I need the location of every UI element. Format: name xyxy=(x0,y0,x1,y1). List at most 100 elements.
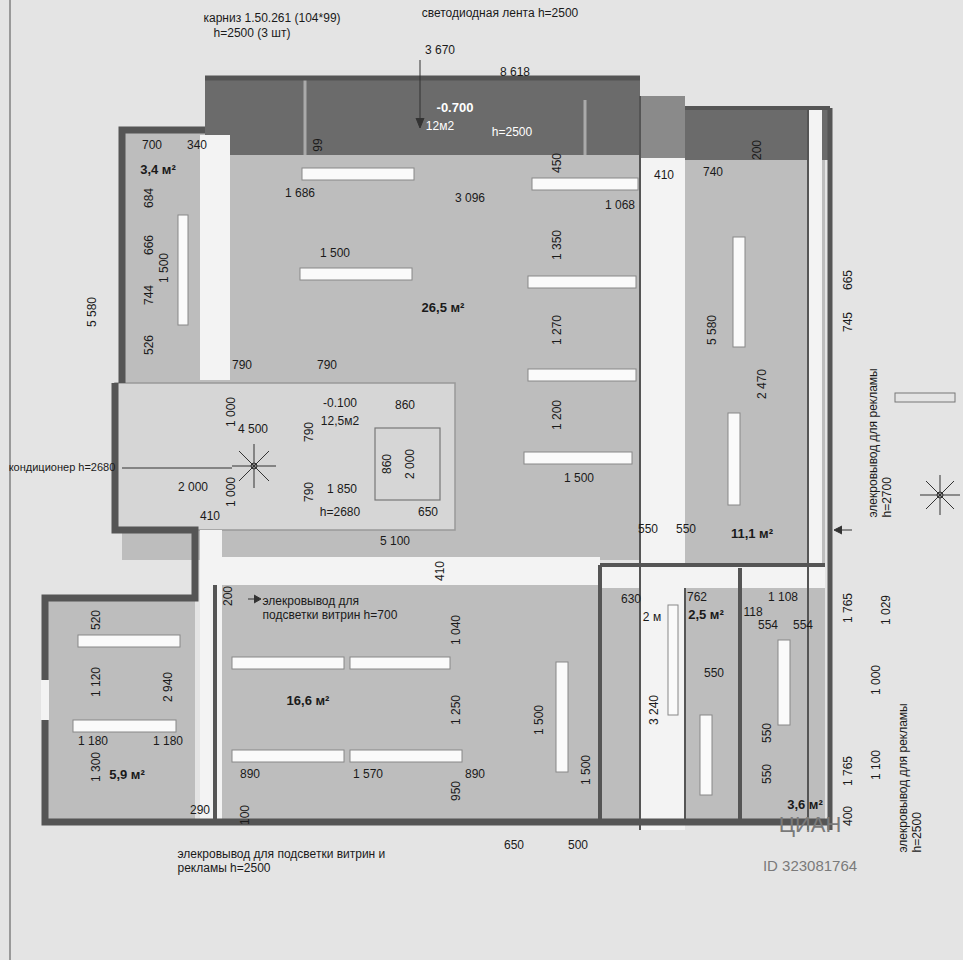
dimension-label: 99 xyxy=(311,138,325,151)
room-area: 3,4 м² xyxy=(140,162,176,178)
dimension-label: 400 xyxy=(841,806,855,826)
dimension-label: h=2500 (3 шт) xyxy=(214,26,291,40)
dimension-label: 554 xyxy=(793,618,813,632)
dimension-label: 1 029 xyxy=(879,595,893,625)
dimension-label: 1 200 xyxy=(550,400,564,430)
room-area: 11,1 м² xyxy=(731,526,773,542)
dimension-label: 12м2 xyxy=(426,119,454,133)
dimension-label: 290 xyxy=(190,803,210,817)
dimension-label: 554 xyxy=(758,618,778,632)
dimension-label: 860 xyxy=(380,454,394,474)
note-label: элекровывод для рекламы h=2700 xyxy=(866,343,895,518)
dimension-label: 790 xyxy=(317,358,337,372)
dimension-label: 700 xyxy=(142,138,162,152)
dimension-label: 890 xyxy=(465,767,485,781)
dimension-label: 1 765 xyxy=(841,756,855,786)
dimension-label: 1 250 xyxy=(449,695,463,725)
dimension-label: 2 000 xyxy=(178,480,208,494)
dimension-label: h=2680 xyxy=(320,505,360,519)
note-label: элекровывод для рекламы h=2500 xyxy=(896,668,925,853)
room-area: -0.700 xyxy=(437,100,474,116)
dimension-label: 790 xyxy=(232,358,252,372)
dimension-label: 2 м xyxy=(643,610,661,624)
dimension-label: 1 500 xyxy=(320,246,350,260)
dimension-label: 550 xyxy=(638,522,658,536)
dimension-label: 950 xyxy=(449,781,463,801)
dimension-label: 666 xyxy=(142,235,156,255)
dimension-label: 1 000 xyxy=(869,665,883,695)
note-label: элекровывод для подсветки витрин h=700 xyxy=(263,594,418,623)
dimension-label: светодиодная лента h=2500 xyxy=(422,6,579,20)
dimension-label: 1 180 xyxy=(78,734,108,748)
room-area: 5,9 м² xyxy=(109,767,145,783)
dimension-label: 740 xyxy=(703,165,723,179)
dimension-label: 890 xyxy=(240,767,260,781)
dimension-label: 762 xyxy=(687,590,707,604)
dimension-label: 790 xyxy=(302,482,316,502)
dimension-label: 684 xyxy=(142,188,156,208)
dimension-label: 1 500 xyxy=(532,705,546,735)
dimension-label: карниз 1.50.261 (104*99) xyxy=(203,11,340,25)
dimension-label: 1 686 xyxy=(285,186,315,200)
dimension-label: 410 xyxy=(654,168,674,182)
dimension-label: 1 000 xyxy=(224,477,238,507)
dimension-label: 1 068 xyxy=(605,198,635,212)
dimension-label: 1 300 xyxy=(89,752,103,782)
dimension-label: 2 940 xyxy=(161,672,175,702)
dimension-label: 1 500 xyxy=(564,471,594,485)
dimension-label: 1 500 xyxy=(157,253,171,283)
note-label: элекровывод для подсветки витрин и рекла… xyxy=(178,847,423,876)
room-area: 3,6 м² xyxy=(787,797,823,813)
dimension-label: 1 000 xyxy=(224,397,238,427)
dimension-label: 340 xyxy=(187,138,207,152)
dimension-label: 745 xyxy=(841,312,855,332)
dimension-label: 1 270 xyxy=(550,315,564,345)
dimension-label: 744 xyxy=(142,285,156,305)
dimension-label: 1 100 xyxy=(869,750,883,780)
dimension-label: 4 500 xyxy=(238,422,268,436)
dimension-label: 1 108 xyxy=(768,590,798,604)
dimension-label: 665 xyxy=(841,270,855,290)
dimension-label: 1 570 xyxy=(353,767,383,781)
room-area: 2,5 м² xyxy=(688,607,724,623)
dimension-label: 1 500 xyxy=(579,755,593,785)
dimension-label: 3 096 xyxy=(455,191,485,205)
dimension-label: 550 xyxy=(760,764,774,784)
dimension-label: 1 180 xyxy=(153,734,183,748)
dimension-label: h=2500 xyxy=(492,125,532,139)
dimension-label: кондиционер h=2680 xyxy=(9,461,116,474)
dimension-label: 2 470 xyxy=(755,369,769,399)
dimension-label: 550 xyxy=(704,666,724,680)
dimension-label: 2 000 xyxy=(403,449,417,479)
dimension-label: 5 580 xyxy=(85,297,99,327)
dimension-label: 650 xyxy=(418,505,438,519)
dimension-label: -0.100 xyxy=(323,396,357,410)
dimension-label: 8 618 xyxy=(500,65,530,79)
dimension-label: 410 xyxy=(200,509,220,523)
dimension-label: 1 040 xyxy=(449,615,463,645)
dimension-label: 200 xyxy=(221,586,235,606)
dimension-label: 630 xyxy=(621,592,641,606)
dimension-label: ID 323081764 xyxy=(763,857,857,875)
dimension-label: 650 xyxy=(504,838,524,852)
room-area: 16,6 м² xyxy=(287,693,330,709)
dimension-label: 526 xyxy=(142,335,156,355)
dimension-label: 1 350 xyxy=(550,230,564,260)
dimension-label: 3 240 xyxy=(647,695,661,725)
dimension-label: 550 xyxy=(760,723,774,743)
dimension-label: 550 xyxy=(676,522,696,536)
dimension-label: 1 850 xyxy=(327,482,357,496)
dimension-label: 5 580 xyxy=(705,315,719,345)
dimension-label: 520 xyxy=(89,610,103,630)
dimension-label: 118 xyxy=(743,605,762,619)
dimension-label: 100 xyxy=(238,805,252,825)
dimension-label: 3 670 xyxy=(425,43,455,57)
dimension-label: 450 xyxy=(550,153,564,173)
room-area: 26,5 м² xyxy=(422,300,465,316)
dimension-label: 790 xyxy=(302,422,316,442)
dimension-label: 1 765 xyxy=(841,593,855,623)
dimension-label: ЦИАН xyxy=(779,812,842,838)
dimension-label: 1 120 xyxy=(89,667,103,697)
dimension-label: 860 xyxy=(395,398,415,412)
dimension-label: 500 xyxy=(568,838,588,852)
